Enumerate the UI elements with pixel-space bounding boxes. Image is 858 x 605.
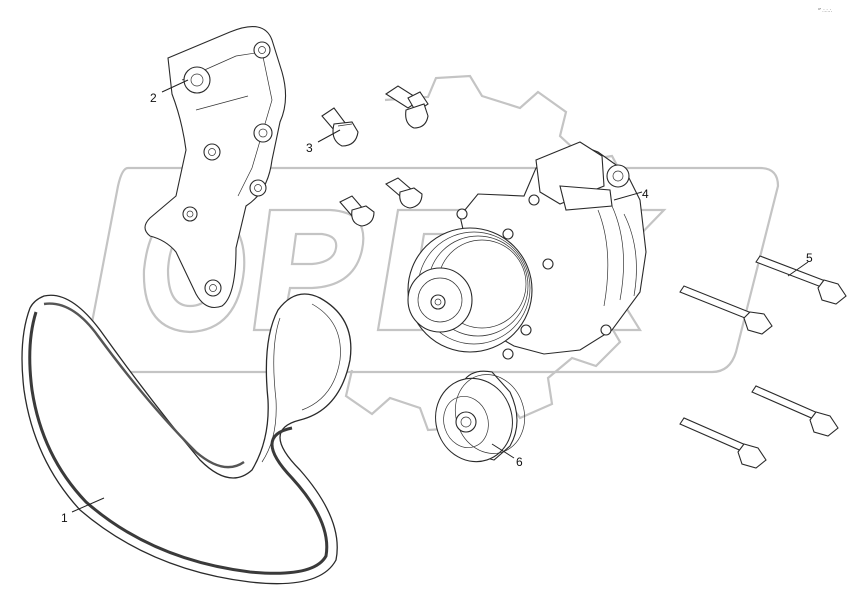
callout-2: 2 [150,91,157,105]
watermark-frame [83,166,780,374]
long-bolt [751,385,839,437]
short-bolt [385,177,423,209]
drive-belt [21,293,352,585]
bracket-hole-g [204,279,222,297]
ac-compressor [407,141,647,360]
clutch-hub [430,294,446,310]
long-bolt [679,417,767,469]
bracket-hole-f [182,206,198,222]
long-bolt [679,285,773,335]
bracket-hole-d [203,143,221,161]
compressor-port [606,164,630,188]
idler-pulley-hub [455,411,477,433]
callout-1: 1 [61,511,68,525]
callout-3: 3 [306,141,313,155]
compressor-bolt-heads [456,194,612,360]
long-bolt [755,255,847,305]
callout-labels: 1 2 3 4 5 6 [61,91,813,525]
idler-pulley [435,370,525,463]
bracket-hole-a [183,66,211,94]
short-bolt [339,195,375,227]
long-bolts [679,255,847,469]
callout-4: 4 [642,187,649,201]
short-bolts [321,85,429,227]
short-bolt [384,85,429,129]
leader-lines [71,79,809,513]
compressor-bracket [144,26,287,309]
corner-mark: °' ∴∴∴ [818,8,832,14]
bracket-hole-b [253,41,271,59]
bracket-hole-c [253,123,273,143]
bracket-hole-e [249,179,267,197]
short-bolt [321,107,359,147]
callout-5: 5 [806,251,813,265]
callout-6: 6 [516,455,523,469]
